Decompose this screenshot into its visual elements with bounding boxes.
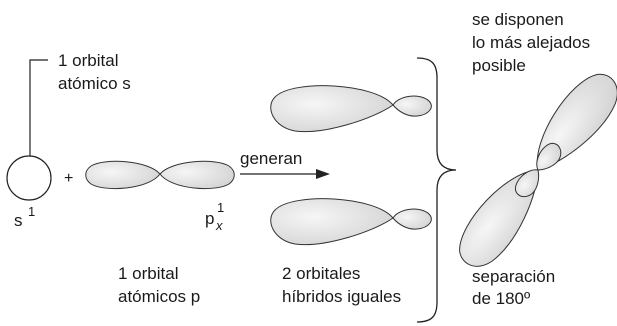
separation-label-line2: de 180º bbox=[472, 289, 530, 308]
sp-hybrid-pair bbox=[448, 64, 617, 277]
p-orbital-left-lobe bbox=[86, 161, 160, 188]
hybrid-label-line1: 2 orbitales bbox=[282, 264, 360, 283]
p-orbital-right-lobe bbox=[160, 161, 234, 188]
s-orbital-label-line1: 1 orbital bbox=[58, 51, 118, 70]
dispose-label-line3: posible bbox=[472, 56, 526, 75]
hybrid-orbital-bottom bbox=[271, 199, 432, 245]
dispose-label-line1: se disponen bbox=[472, 10, 564, 29]
dispose-label-line2: lo más alejados bbox=[472, 33, 590, 52]
sp-hybrid-upper-lobe bbox=[520, 64, 617, 184]
p-orbital-label-line1: 1 orbital bbox=[118, 264, 178, 283]
p-orbital bbox=[86, 161, 235, 188]
generan-label: generan bbox=[240, 149, 302, 168]
separation-label-line1: separación bbox=[472, 267, 555, 286]
sp-hybrid-lower-lobe bbox=[448, 156, 556, 276]
p-orbital-subscript: x bbox=[215, 218, 223, 233]
s-orbital-exponent: 1 bbox=[28, 204, 35, 219]
p-orbital-symbol: p bbox=[205, 209, 214, 228]
s-orbital-symbol: s bbox=[14, 211, 23, 230]
s-orbital bbox=[7, 156, 51, 200]
s-orbital-label-line2: atómico s bbox=[58, 74, 131, 93]
hybrid-orbital-top bbox=[271, 86, 432, 132]
p-orbital-exponent: 1 bbox=[217, 200, 224, 215]
generan-arrow-head bbox=[316, 169, 330, 179]
hybrid-label-line2: híbridos iguales bbox=[282, 287, 401, 306]
p-orbital-label-line2: atómicos p bbox=[118, 287, 200, 306]
plus-sign: + bbox=[64, 170, 73, 187]
